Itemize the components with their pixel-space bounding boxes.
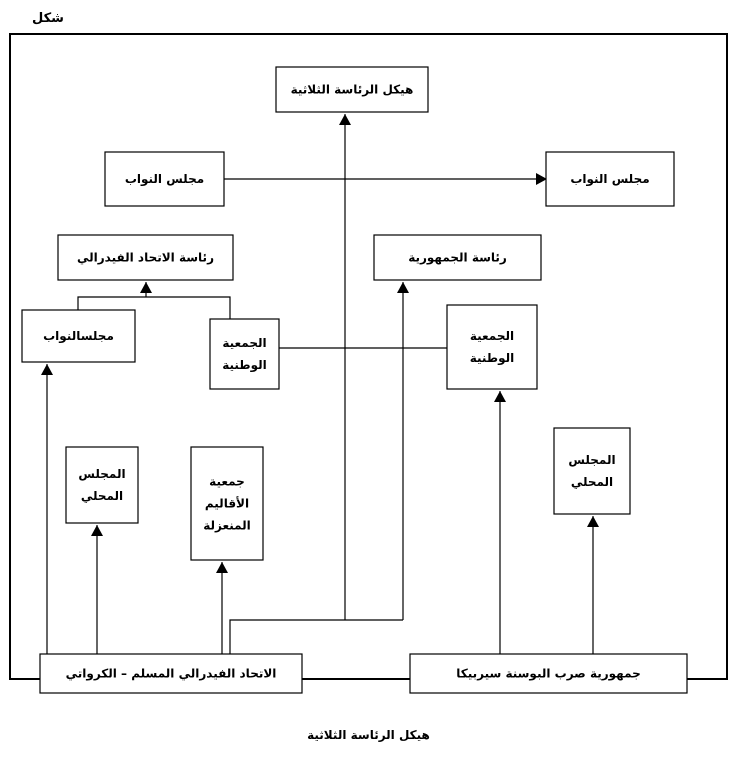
connector-srpska-to-local-council-right-arrowhead: [587, 516, 599, 527]
diagram-canvas: هيكل الرئاسة الثلاثية مجلس النواب مجلس الن…: [9, 33, 728, 714]
node-local-council-left-label-0: المجلس: [78, 467, 125, 481]
node-isolated-regions-assembly[interactable]: جمعية الأقاليم المنعزلة: [190, 446, 264, 561]
connector-federation-to-isolated-regions-arrowhead: [216, 562, 228, 573]
node-republic-presidency-box[interactable]: [373, 234, 542, 281]
node-tripartite-presidency-label-0: هيكل الرئاسة الثلاثية: [291, 83, 414, 97]
node-muslim-croat-federation-box[interactable]: [39, 653, 303, 694]
figure-label: شكل: [32, 11, 64, 26]
node-house-of-representatives-right[interactable]: مجلس النواب: [545, 151, 675, 207]
node-muslim-croat-federation[interactable]: الاتحاد الفيدرالي المسلم – الكرواتي: [39, 653, 303, 694]
connector-center-to-republic-presidency: [397, 282, 409, 620]
node-national-assembly-right-label-0: الجمعية: [470, 329, 514, 343]
node-isolated-regions-assembly-label-1: الأقاليم: [205, 496, 249, 511]
node-local-council-right-label-1: المحلي: [571, 475, 613, 489]
node-house-of-representatives-entity-label-0: مجلسالنواب: [43, 329, 114, 344]
node-house-of-representatives-right-label-0: مجلس النواب: [570, 172, 649, 187]
connector-srpska-to-national-assembly-right: [494, 391, 506, 654]
org-chart-svg: هيكل الرئاسة الثلاثية مجلس النواب مجلس الن…: [9, 33, 728, 694]
node-national-assembly-left[interactable]: الجمعية الوطنية: [209, 318, 280, 390]
node-house-of-representatives-left-box[interactable]: [104, 151, 225, 207]
node-federal-union-presidency[interactable]: رئاسة الاتحاد الفيدرالي: [57, 234, 234, 281]
node-house-of-representatives-left-label-0: مجلس النواب: [125, 172, 204, 187]
node-national-assembly-right-box[interactable]: [446, 304, 538, 390]
connector-federation-to-isolated-regions: [216, 562, 228, 654]
connector-bracket-to-federal-presidency-line: [77, 296, 231, 319]
connector-srpska-to-local-council-right: [587, 516, 599, 654]
node-federal-union-presidency-box[interactable]: [57, 234, 234, 281]
node-national-assembly-left-label-0: الجمعية: [222, 336, 266, 350]
node-republika-srpska-label-0: جمهورية صرب البوسنة سيربيكا: [456, 667, 641, 682]
diagram-frame: [9, 33, 728, 680]
node-house-of-representatives-entity-box[interactable]: [21, 309, 136, 363]
node-federal-union-presidency-label-0: رئاسة الاتحاد الفيدرالي: [77, 251, 214, 265]
connector-house-left-to-house-right: [224, 173, 547, 185]
connector-federation-to-entity-house-arrowhead: [41, 364, 53, 375]
connector-bottom-left-rail-line: [229, 619, 403, 654]
node-isolated-regions-assembly-box[interactable]: [190, 446, 264, 561]
node-national-assembly-left-box[interactable]: [209, 318, 280, 390]
node-tripartite-presidency[interactable]: هيكل الرئاسة الثلاثية: [275, 66, 429, 113]
node-republika-srpska-box[interactable]: [409, 653, 688, 694]
connector-bracket-to-federal-presidency: [77, 296, 231, 319]
node-local-council-left-label-1: المحلي: [81, 489, 123, 503]
node-national-assembly-right-label-1: الوطنية: [470, 351, 515, 366]
node-local-council-right[interactable]: المجلس المحلي: [553, 427, 631, 515]
node-national-assembly-right[interactable]: الجمعية الوطنية: [446, 304, 538, 390]
connectors-layer: [41, 114, 599, 654]
node-republic-presidency-label-0: رئاسة الجمهورية: [408, 251, 507, 266]
connector-center-to-republic-presidency-arrowhead: [397, 282, 409, 293]
node-isolated-regions-assembly-label-0: جمعية: [209, 475, 245, 489]
nodes-layer: هيكل الرئاسة الثلاثية مجلس النواب مجلس الن…: [21, 66, 688, 694]
figure-caption: هيكل الرئاسة الثلاثية: [307, 728, 430, 742]
node-tripartite-presidency-box[interactable]: [275, 66, 429, 113]
node-muslim-croat-federation-label-0: الاتحاد الفيدرالي المسلم – الكرواتي: [66, 667, 277, 682]
connector-house-left-to-house-right-arrowhead: [536, 173, 547, 185]
connector-bottom-left-rail: [229, 619, 403, 654]
node-republika-srpska[interactable]: جمهورية صرب البوسنة سيربيكا: [409, 653, 688, 694]
node-local-council-right-box[interactable]: [553, 427, 631, 515]
node-house-of-representatives-left[interactable]: مجلس النواب: [104, 151, 225, 207]
node-local-council-left[interactable]: المجلس المحلي: [65, 446, 139, 524]
connector-federation-to-local-council-left: [91, 525, 103, 654]
connector-center-to-tripartite: [339, 114, 351, 620]
connector-bracket-riser-federal-presidency-arrowhead: [140, 282, 152, 293]
node-national-assembly-left-label-1: الوطنية: [222, 358, 267, 373]
node-house-of-representatives-right-box[interactable]: [545, 151, 675, 207]
connector-srpska-to-national-assembly-right-arrowhead: [494, 391, 506, 402]
connector-federation-to-local-council-left-arrowhead: [91, 525, 103, 536]
node-local-council-right-label-0: المجلس: [568, 453, 615, 467]
node-republic-presidency[interactable]: رئاسة الجمهورية: [373, 234, 542, 281]
node-local-council-left-box[interactable]: [65, 446, 139, 524]
connector-center-to-tripartite-arrowhead: [339, 114, 351, 125]
node-isolated-regions-assembly-label-2: المنعزلة: [203, 519, 251, 533]
node-house-of-representatives-entity[interactable]: مجلسالنواب: [21, 309, 136, 363]
connector-bracket-riser-federal-presidency: [140, 282, 152, 297]
connector-federation-to-entity-house: [41, 364, 53, 654]
